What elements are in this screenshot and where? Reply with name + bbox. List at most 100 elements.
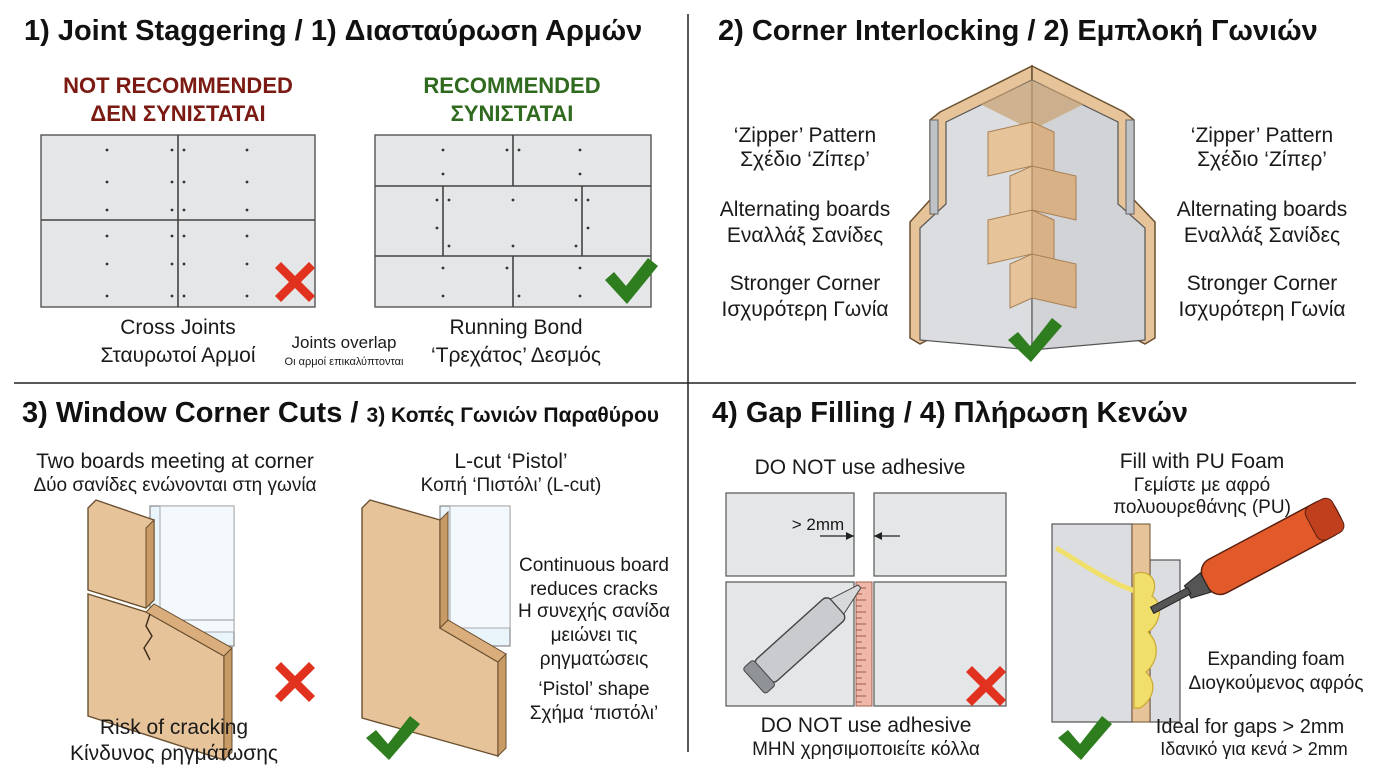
check-icon (605, 258, 658, 304)
panel1-title-gr: 1) Διασταύρωση Αρμών (310, 15, 643, 47)
screw-dot (170, 234, 174, 238)
screw-dot (578, 148, 582, 152)
cross-joints-wall (40, 134, 316, 308)
screw-dot (511, 198, 515, 202)
panel1-title-en: 1) Joint Staggering / (24, 15, 311, 47)
stronger-left-gr-label: Ισχυρότερη Γωνία (721, 298, 889, 321)
zipper-left-gr-label: Σχέδιο ‘Ζίπερ’ (740, 148, 870, 171)
panel4-title: 4) Gap Filling / 4) Πλήρωση Κενών (712, 397, 1188, 429)
panel1-title: 1) Joint Staggering / 1) Διασταύρωση Αρμ… (24, 15, 643, 48)
screw-dot (105, 180, 109, 184)
check-icon (366, 716, 420, 760)
screw-dot (245, 234, 249, 238)
stronger-left-label: Stronger Corner (729, 272, 881, 295)
two-boards-illustration (87, 499, 235, 762)
check-icon (1058, 716, 1112, 760)
screw-dot (435, 198, 439, 202)
no-adhesive-gr-label: ΜΗΝ χρησιμοποιείτε κόλλα (752, 739, 980, 760)
fill-pu-foam-gr2-label: πολυουρεθάνης (PU) (1113, 497, 1291, 518)
screw-dot (245, 148, 249, 152)
screw-dot (441, 266, 445, 270)
no-adhesive-label: DO NOT use adhesive (760, 714, 972, 737)
expanding-foam-gr-label: Διογκούμενος αφρός (1188, 673, 1364, 694)
running-bond-label: Running Bond (449, 316, 583, 339)
screw-dot (105, 148, 109, 152)
screw-dot (245, 180, 249, 184)
adhesive-gap-illustration (725, 492, 1007, 707)
screw-dot (182, 294, 186, 298)
check-icon (1008, 318, 1062, 362)
screw-dot (578, 172, 582, 176)
not-recommended-label: NOT RECOMMENDED (63, 73, 293, 98)
pu-foam-illustration (1051, 497, 1345, 723)
gap-size-label: > 2mm (791, 515, 845, 534)
screw-dot (447, 198, 451, 202)
screw-dot (105, 294, 109, 298)
zipper-left-label: ‘Zipper’ Pattern (733, 124, 877, 147)
screw-dot (447, 244, 451, 248)
cross-joints-gr-label: Σταυρωτοί Αρμοί (100, 344, 256, 367)
fill-pu-foam-label: Fill with PU Foam (1119, 450, 1285, 473)
screw-dot (441, 294, 445, 298)
running-bond-gr-label: ‘Τρεχάτος’ Δεσμός (430, 344, 602, 367)
screw-dot (441, 148, 445, 152)
l-cut-label: L-cut ‘Pistol’ (454, 450, 568, 473)
screw-dot (170, 180, 174, 184)
alternating-right-label: Alternating boards (1176, 198, 1348, 221)
two-boards-gr-label: Δύο σανίδες ενώνονται στη γωνία (33, 475, 317, 496)
ideal-gaps-label: Ideal for gaps > 2mm (1155, 716, 1345, 738)
panel3-title-en: 3) Window Corner Cuts / (22, 397, 367, 429)
screw-dot (578, 294, 582, 298)
continuous-board-gr-label: Η συνεχής σανίδα (517, 601, 671, 622)
joints-overlap-gr-label: Οι αρμοί επικαλύπτονται (284, 356, 404, 368)
screw-dot (586, 198, 590, 202)
screw-dot (105, 262, 109, 266)
alternating-right-gr-label: Εναλλάξ Σανίδες (1183, 224, 1341, 247)
running-bond-wall (374, 134, 652, 308)
cross-icon (275, 262, 315, 302)
screw-dot (435, 226, 439, 230)
joints-overlap-label: Joints overlap (291, 333, 397, 352)
screw-dot (182, 208, 186, 212)
stronger-right-label: Stronger Corner (1186, 272, 1338, 295)
screw-dot (182, 180, 186, 184)
screw-dot (182, 148, 186, 152)
screw-dot (245, 262, 249, 266)
corner-interlock-illustration (909, 64, 1156, 351)
reduces-gr-label: μειώνει τις (550, 625, 638, 646)
screw-dot (105, 208, 109, 212)
recommended-gr-label: ΣΥΝΙΣΤΑΤΑΙ (450, 101, 574, 126)
pistol-shape-label: ‘Pistol’ shape (538, 679, 650, 700)
l-cut-gr-label: Κοπή ‘Πιστόλι’ (L-cut) (420, 475, 602, 496)
panel2-title: 2) Corner Interlocking / 2) Εμπλοκή Γωνι… (718, 15, 1318, 47)
zipper-board (1009, 253, 1033, 309)
screw-dot (441, 172, 445, 176)
recommended-label: RECOMMENDED (423, 73, 601, 98)
screw-dot (586, 226, 590, 230)
panel3-title: 3) Window Corner Cuts / 3) Κοπές Γωνιών … (22, 397, 659, 430)
alternating-left-gr-label: Εναλλάξ Σανίδες (726, 224, 884, 247)
two-boards-label: Two boards meeting at corner (36, 450, 314, 473)
screw-dot (182, 234, 186, 238)
not-recommended-gr-label: ΔΕΝ ΣΥΝΙΣΤΑΤΑΙ (90, 101, 266, 126)
cross-icon (966, 666, 1006, 706)
ideal-gaps-gr-label: Ιδανικό για κενά > 2mm (1160, 739, 1348, 759)
reduces-cracks-label: reduces cracks (530, 579, 658, 600)
screw-dot (245, 208, 249, 212)
stronger-right-gr-label: Ισχυρότερη Γωνία (1178, 298, 1346, 321)
panel3-title-gr: 3) Κοπές Γωνιών Παραθύρου (366, 404, 659, 427)
risk-of-cracking-label: Risk of cracking (99, 716, 249, 739)
zipper-board (1031, 253, 1077, 309)
screw-dot (170, 208, 174, 212)
alternating-left-label: Alternating boards (719, 198, 891, 221)
zipper-board (1031, 165, 1077, 221)
zipper-right-gr-label: Σχέδιο ‘Ζίπερ’ (1197, 148, 1327, 171)
risk-of-cracking-gr-label: Κίνδυνος ρηγμάτωσης (69, 742, 279, 765)
expanding-foam-label: Expanding foam (1207, 649, 1345, 670)
screw-dot (182, 262, 186, 266)
l-cut-board-illustration (361, 499, 511, 758)
zipper-board (987, 209, 1033, 265)
zipper-board (987, 121, 1033, 177)
continuous-board-label: Continuous board (519, 555, 669, 576)
